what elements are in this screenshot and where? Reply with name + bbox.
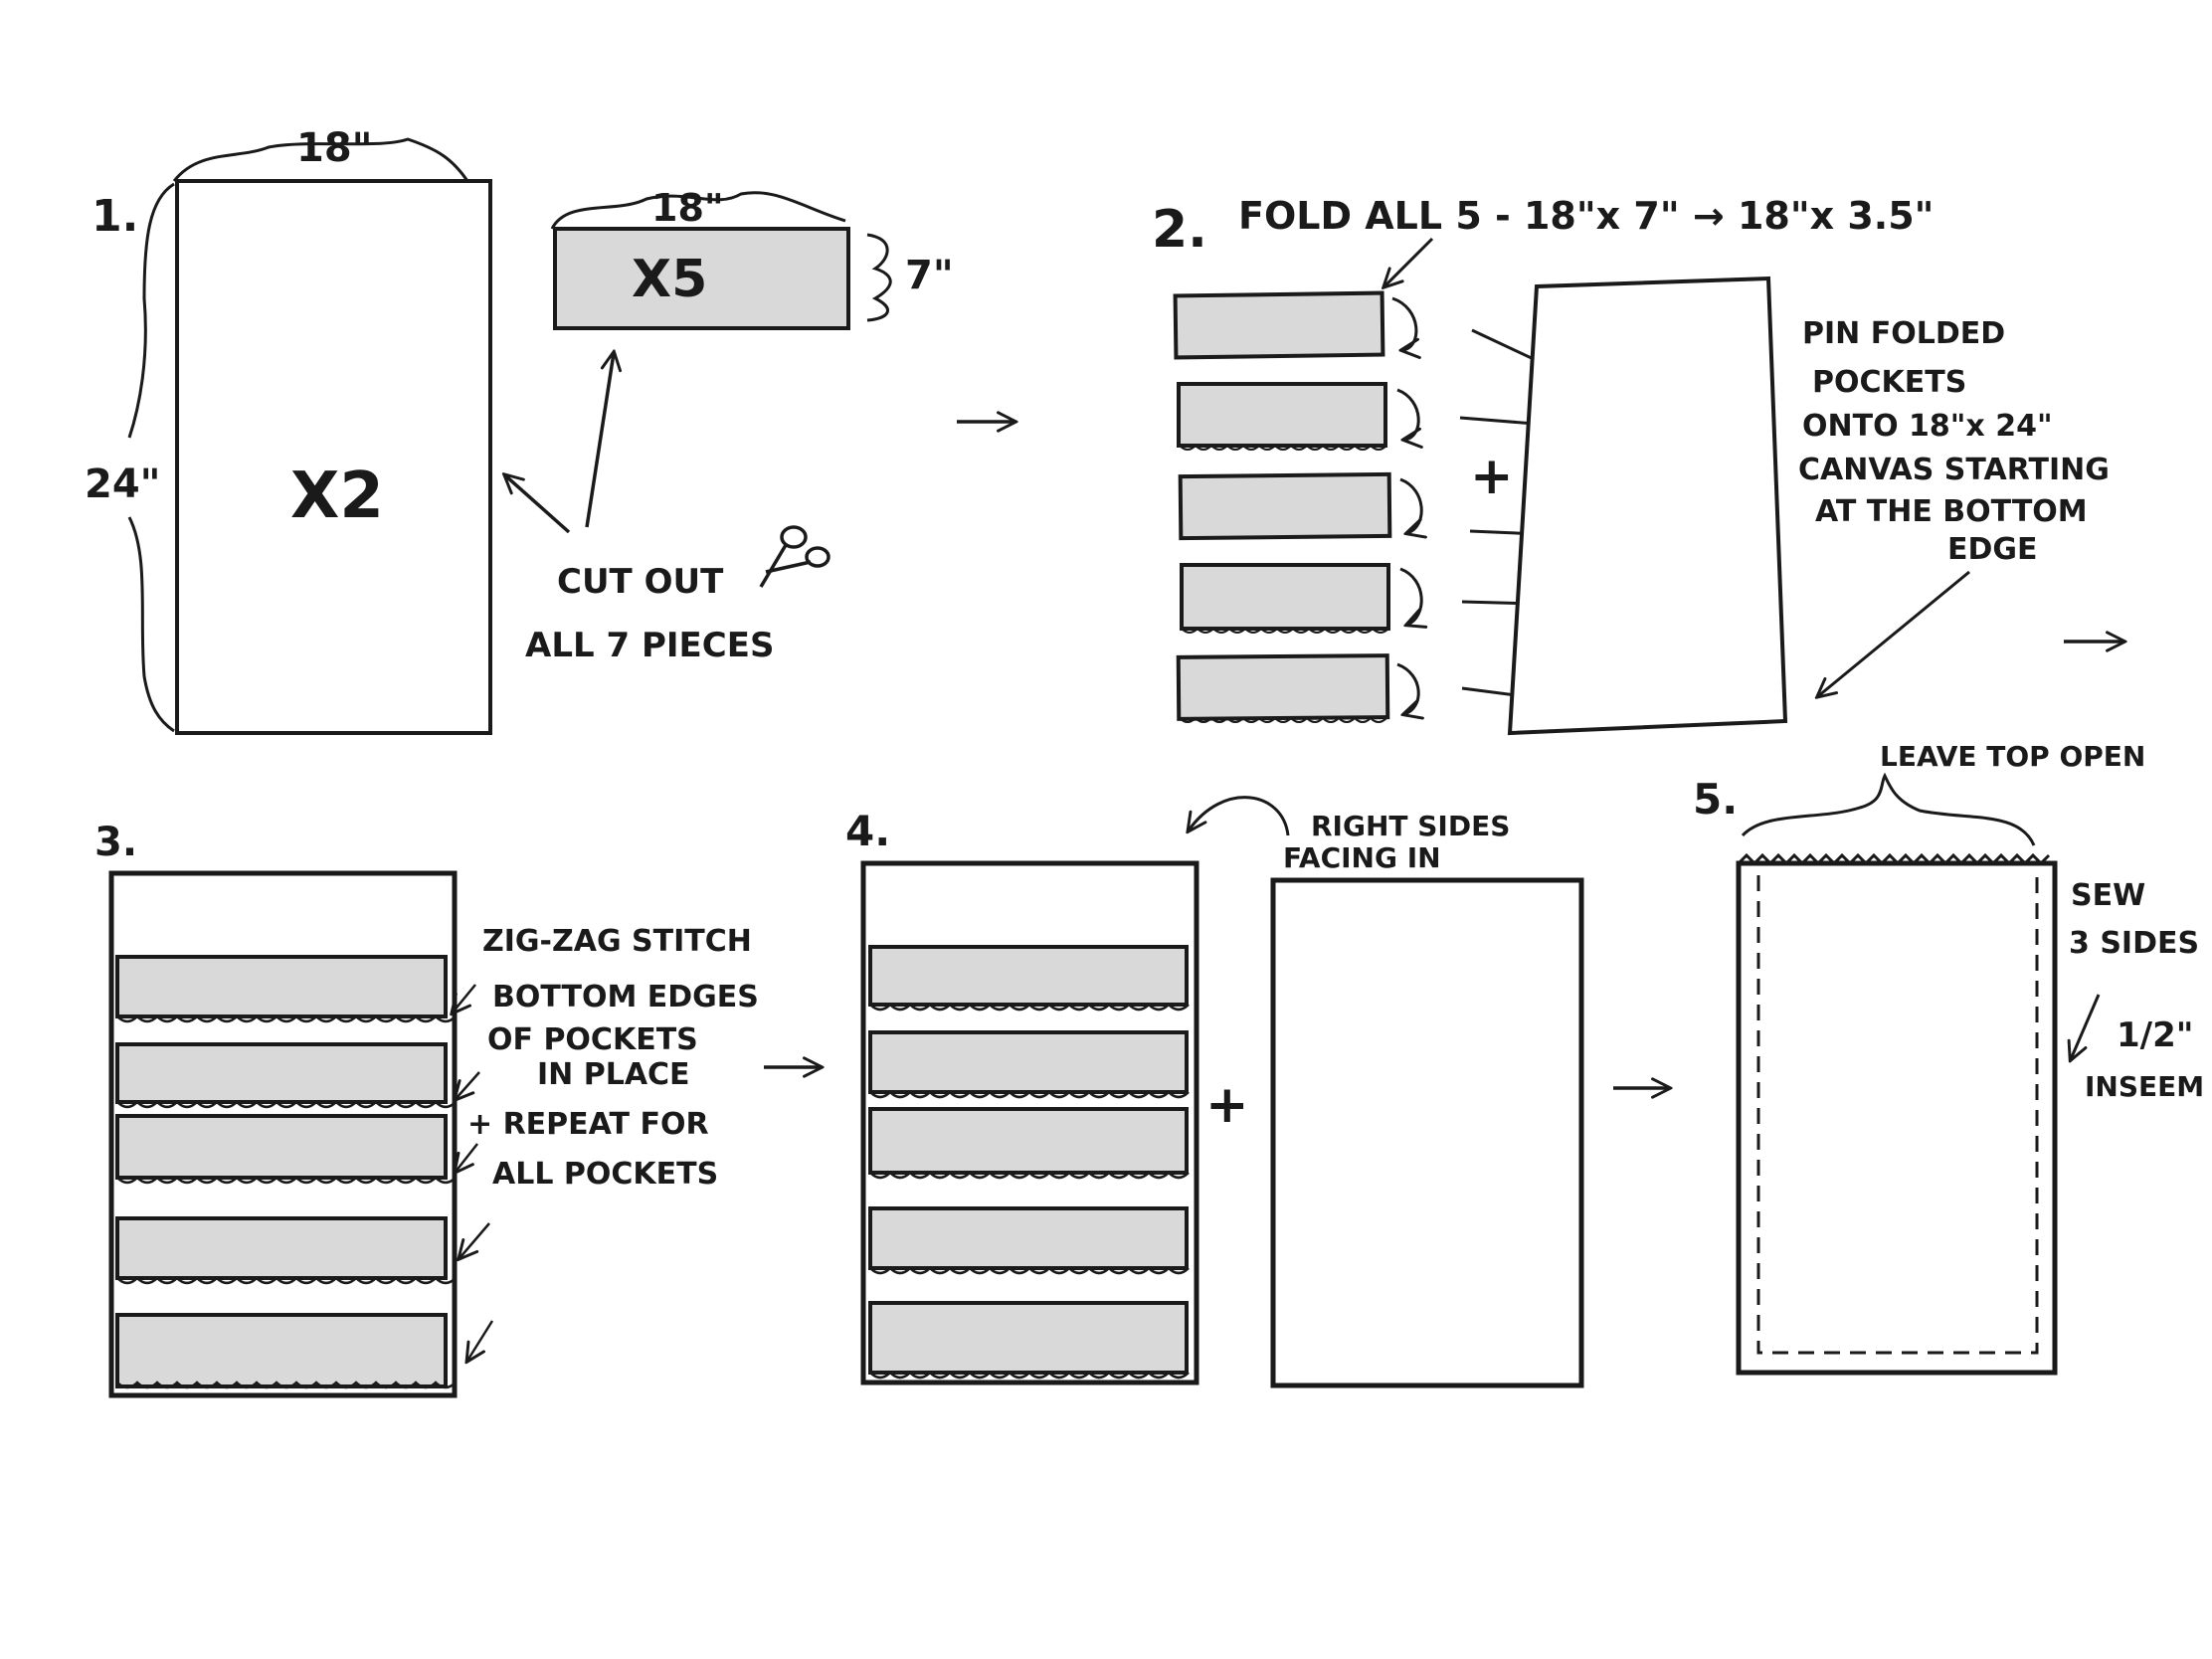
stitch-line: BOTTOM EDGES	[492, 980, 759, 1014]
step-5-number: 5.	[1693, 775, 1738, 824]
leave-top-open-label: LEAVE TOP OPEN	[1880, 740, 2145, 773]
canvas-piece	[175, 179, 492, 735]
pin-line: AT THE BOTTOM	[1815, 494, 2088, 529]
stitched-pocket	[115, 1114, 448, 1180]
folded-pocket	[1177, 382, 1387, 448]
step-1-number: 1.	[92, 191, 138, 242]
backing-panel	[1270, 877, 1584, 1388]
folded-pocket	[1173, 290, 1385, 360]
stitch-line: IN PLACE	[537, 1057, 690, 1092]
stitch-pointer-arrows	[453, 984, 494, 1361]
pin-line: POCKETS	[1812, 365, 1966, 400]
cut-arrow-to-canvas	[505, 475, 571, 534]
right-sides-line: RIGHT SIDES	[1311, 810, 1510, 842]
flip-arrow	[1189, 796, 1290, 836]
raw-edge	[1181, 627, 1389, 634]
canvas-height-label: 24"	[85, 461, 161, 507]
step-4-number: 4.	[845, 807, 890, 855]
stitch-line: ALL POCKETS	[492, 1157, 718, 1192]
step-2: 2. FOLD ALL 5 - 18"x 7" → 18"x 3.5" +	[1152, 194, 2110, 736]
sewn-bag	[1736, 860, 2058, 1376]
zigzag-stitches	[116, 1014, 457, 1389]
raw-edge	[1179, 444, 1387, 451]
step-3: 3. ZIG-ZAG STITCH BOTTOM EDGES OF POC	[94, 820, 759, 1398]
stitched-pocket	[115, 1042, 448, 1104]
pin-line: CANVAS STARTING	[1798, 453, 2110, 487]
top-zigzag-edge	[1737, 852, 2051, 866]
step-4: 4. + RIGHT SIDES FACING IN	[845, 796, 1584, 1388]
panel-pocket	[868, 1107, 1189, 1175]
plus-sign: +	[1470, 447, 1514, 506]
panel-pocket	[868, 1206, 1189, 1270]
stitch-line: OF POCKETS	[487, 1022, 698, 1057]
sew-line: 3 SIDES	[2069, 926, 2199, 961]
pin-line: PIN FOLDED	[1802, 316, 2005, 351]
top-open-brace	[1741, 772, 2036, 846]
pin-line: ONTO 18"x 24"	[1802, 409, 2053, 444]
stitch-line: + REPEAT FOR	[467, 1107, 709, 1142]
fold-pointer-arrow	[1384, 237, 1434, 286]
scissors-icon	[759, 525, 830, 588]
stitch-instruction: ZIG-ZAG STITCH BOTTOM EDGES OF POCKETS I…	[467, 924, 759, 1192]
stitched-pocket	[115, 1216, 448, 1280]
step-5: 5. LEAVE TOP OPEN SEW 3 SIDES 1/2" INSEE…	[1693, 740, 2204, 1376]
pocket-width-label: 18"	[651, 186, 724, 230]
pin-instruction: PIN FOLDED POCKETS ONTO 18"x 24" CANVAS …	[1798, 316, 2110, 567]
folded-pocket	[1176, 653, 1390, 721]
pocket-piece	[553, 227, 850, 330]
cut-text-line-2: ALL 7 PIECES	[525, 626, 774, 665]
pocket-height-label: 7"	[905, 253, 954, 298]
pocket-width-brace	[550, 191, 846, 230]
canvas-quantity: X2	[290, 460, 384, 533]
canvas-width-brace	[172, 137, 469, 182]
fold-instruction: FOLD ALL 5 - 18"x 7" → 18"x 3.5"	[1238, 194, 1934, 238]
pocket-quantity: X5	[632, 250, 707, 309]
plus-sign: +	[1205, 1075, 1249, 1135]
inseam-line: 1/2"	[2117, 1015, 2193, 1055]
step-3-number: 3.	[94, 820, 137, 865]
step-2-number: 2.	[1152, 200, 1207, 260]
panel-pocket	[868, 1301, 1189, 1375]
panel-stitches	[869, 1003, 1190, 1380]
cut-text-line-1: CUT OUT	[557, 562, 724, 602]
seam-pointer-arrow	[2071, 994, 2101, 1059]
canvas-width-label: 18"	[296, 125, 373, 171]
step-1: 1. 18" 24" X2 18" X5 7" CUT OUT ALL 7 PI…	[85, 125, 954, 735]
fold-curl-arrows	[1391, 296, 1421, 714]
folded-pocket	[1180, 563, 1390, 631]
cut-arrow-to-pocket	[585, 353, 614, 528]
panel-pocket	[868, 1030, 1189, 1094]
panel-pockets	[868, 945, 1189, 1375]
pocket-height-brace	[866, 233, 892, 322]
panel-pocket	[868, 945, 1189, 1007]
folded-pockets	[1173, 290, 1392, 723]
right-sides-line: FACING IN	[1283, 841, 1441, 874]
stitch-line: ZIG-ZAG STITCH	[482, 924, 752, 959]
stitched-pocket	[115, 955, 448, 1018]
stitched-pockets	[115, 955, 448, 1388]
seam-line	[1756, 875, 2039, 1355]
pin-line: EDGE	[1947, 532, 2038, 567]
inseam-line: INSEEM	[2085, 1070, 2204, 1103]
raw-edge	[1179, 716, 1387, 723]
canvas-height-brace	[127, 182, 175, 733]
stitched-pocket	[115, 1313, 448, 1388]
target-canvas	[1507, 276, 1788, 736]
folded-pocket	[1178, 471, 1392, 541]
sew-line: SEW	[2071, 878, 2145, 913]
pin-pointer-arrow	[1818, 570, 1970, 696]
